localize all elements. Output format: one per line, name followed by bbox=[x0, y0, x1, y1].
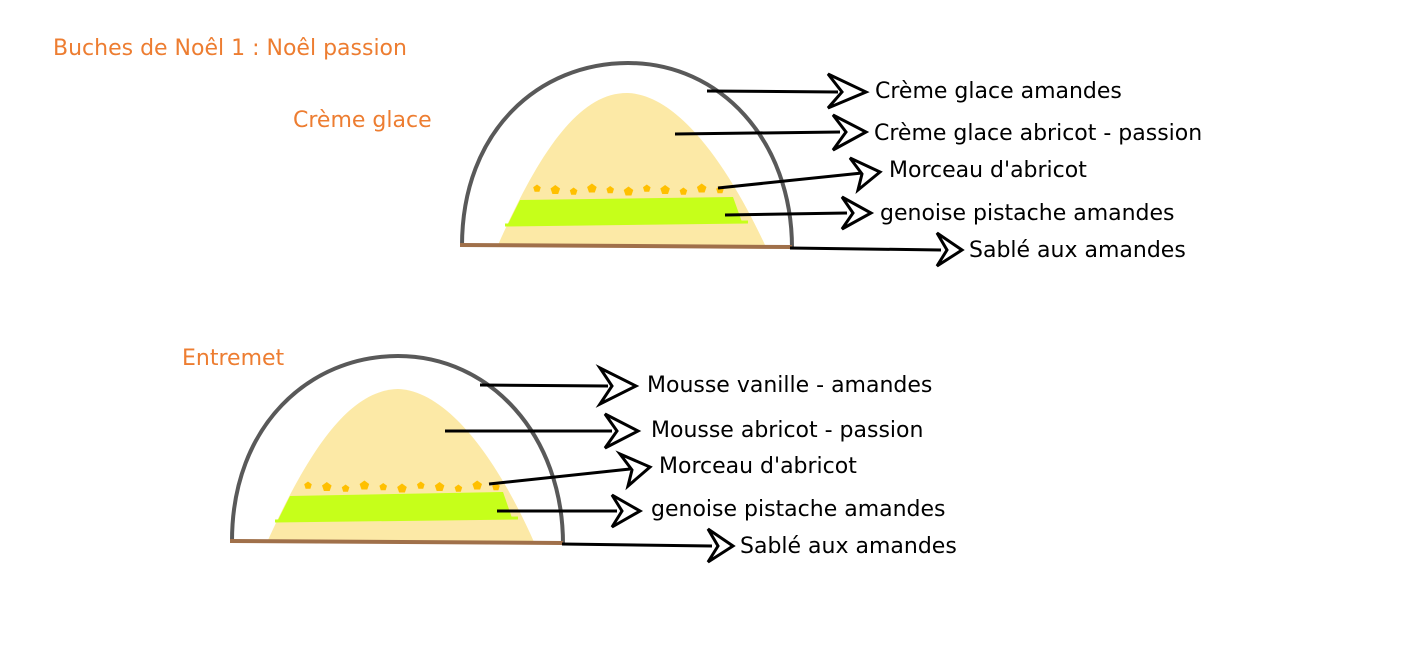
label-mousse-abricot-passion: Mousse abricot - passion bbox=[651, 418, 923, 443]
dome-outline bbox=[230, 353, 565, 545]
apricot-piece bbox=[397, 483, 407, 493]
diagram-creme-glace: Crème glace amandes Crème glace abricot … bbox=[459, 60, 1202, 268]
apricot-piece bbox=[587, 183, 597, 193]
label-mousse-vanille-amandes: Mousse vanille - amandes bbox=[647, 373, 932, 398]
apricot-piece bbox=[623, 186, 634, 196]
label-morceau-abricot-2: Morceau d'abricot bbox=[659, 454, 857, 479]
apricot-piece bbox=[569, 187, 578, 195]
apricot-piece bbox=[322, 482, 332, 491]
label-creme-glace-amandes: Crème glace amandes bbox=[875, 79, 1122, 104]
apricot-piece bbox=[359, 480, 370, 490]
apricot-piece bbox=[679, 187, 688, 195]
section-title-entremet: Entremet bbox=[182, 346, 285, 371]
sponge-layer bbox=[277, 492, 512, 522]
section-title-creme-glace: Crème glace bbox=[293, 108, 432, 133]
apricot-piece bbox=[472, 480, 482, 490]
page-title: Buches de Noêl 1 : Noêl passion bbox=[53, 36, 407, 61]
apricot-piece bbox=[696, 183, 707, 193]
apricot-piece bbox=[454, 484, 463, 492]
label-sable-amandes-2: Sablé aux amandes bbox=[740, 534, 957, 559]
label-genoise-pistache-2: genoise pistache amandes bbox=[651, 497, 946, 522]
arrows-entremet bbox=[445, 364, 736, 564]
apricot-piece bbox=[434, 482, 445, 491]
apricot-piece bbox=[304, 481, 312, 489]
dome-outline bbox=[460, 60, 794, 249]
apricot-piece bbox=[533, 184, 541, 192]
apricot-piece bbox=[417, 481, 425, 489]
sponge-layer bbox=[507, 197, 742, 226]
apricot-piece bbox=[643, 184, 651, 192]
label-sable-amandes-1: Sablé aux amandes bbox=[969, 238, 1186, 263]
apricot-piece bbox=[379, 483, 387, 491]
sable-base bbox=[459, 243, 793, 249]
arrows-creme-glace bbox=[674, 72, 965, 268]
apricot-piece bbox=[341, 484, 350, 492]
apricot-piece bbox=[550, 185, 561, 194]
label-genoise-pistache-1: genoise pistache amandes bbox=[880, 201, 1175, 226]
apricot-piece bbox=[606, 186, 614, 194]
apricot-piece bbox=[660, 185, 670, 194]
sable-base bbox=[229, 539, 564, 545]
diagram-entremet: Mousse vanille - amandes Mousse abricot … bbox=[229, 353, 957, 564]
label-creme-glace-abricot-passion: Crème glace abricot - passion bbox=[874, 121, 1202, 146]
label-morceau-abricot-1: Morceau d'abricot bbox=[889, 158, 1087, 183]
